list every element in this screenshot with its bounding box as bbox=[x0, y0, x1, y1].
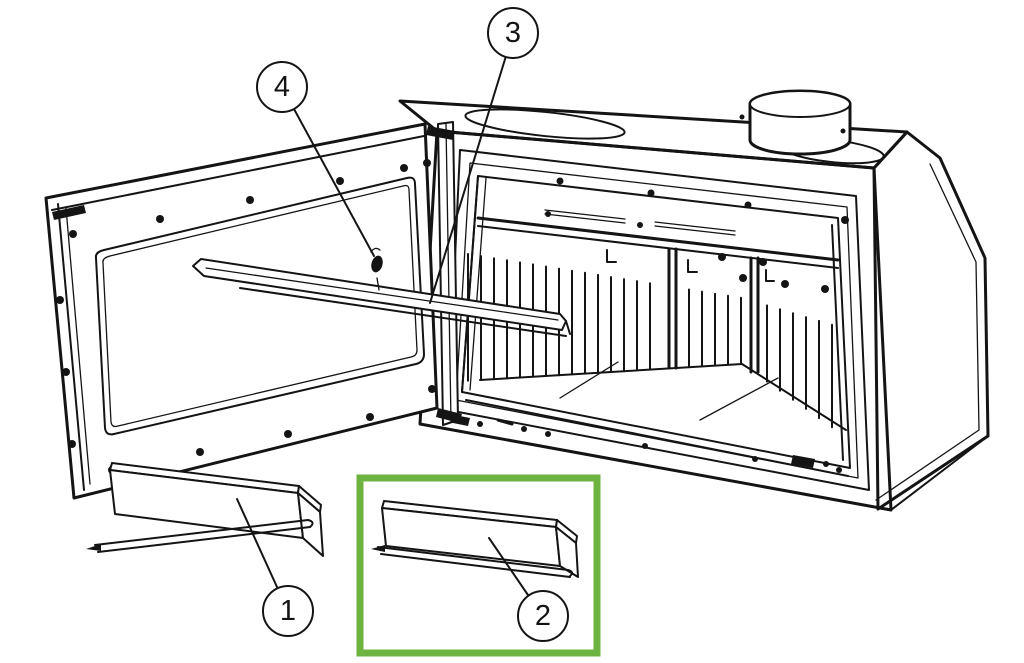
callout-1-number: 1 bbox=[279, 594, 297, 627]
deflector-plate-part2 bbox=[371, 500, 579, 578]
callout-3: 3 bbox=[487, 7, 539, 59]
firebrick-ribs bbox=[467, 253, 833, 429]
door-glass bbox=[94, 176, 425, 436]
callout-1: 1 bbox=[262, 585, 314, 637]
deflector-plate-part1 bbox=[86, 462, 324, 557]
interior-screws bbox=[718, 253, 829, 293]
front-frame bbox=[418, 129, 893, 512]
top-oval-cutout-left bbox=[464, 108, 626, 140]
leader-lines bbox=[236, 55, 529, 596]
lintel-tab bbox=[606, 249, 617, 263]
leader-line-3 bbox=[429, 55, 507, 304]
bottom-hinge bbox=[436, 408, 462, 423]
lintel-tab bbox=[687, 259, 698, 273]
air-louver-band bbox=[476, 209, 840, 282]
hinge-pillar bbox=[426, 121, 462, 426]
side-panel bbox=[872, 130, 990, 511]
leader-line-1 bbox=[236, 498, 278, 588]
callout-4-number: 4 bbox=[273, 70, 291, 103]
baffle-rod-part3 bbox=[192, 258, 571, 337]
stove-body bbox=[398, 89, 990, 512]
top-hinge bbox=[426, 126, 455, 140]
flue-collar bbox=[739, 89, 852, 156]
callout-4: 4 bbox=[256, 61, 308, 113]
callout-3-number: 3 bbox=[504, 16, 522, 49]
divider-posts bbox=[667, 247, 760, 374]
callout-2-number: 2 bbox=[534, 599, 552, 632]
door bbox=[44, 122, 439, 500]
lintel-tab bbox=[765, 269, 775, 282]
firebox-interior bbox=[448, 175, 849, 477]
leader-line-4 bbox=[293, 108, 375, 257]
leader-line-2 bbox=[488, 537, 529, 596]
callout-2: 2 bbox=[517, 590, 569, 642]
highlight-box bbox=[356, 474, 601, 657]
firebox-floor bbox=[465, 361, 849, 477]
door-corner-bracket bbox=[52, 205, 86, 220]
